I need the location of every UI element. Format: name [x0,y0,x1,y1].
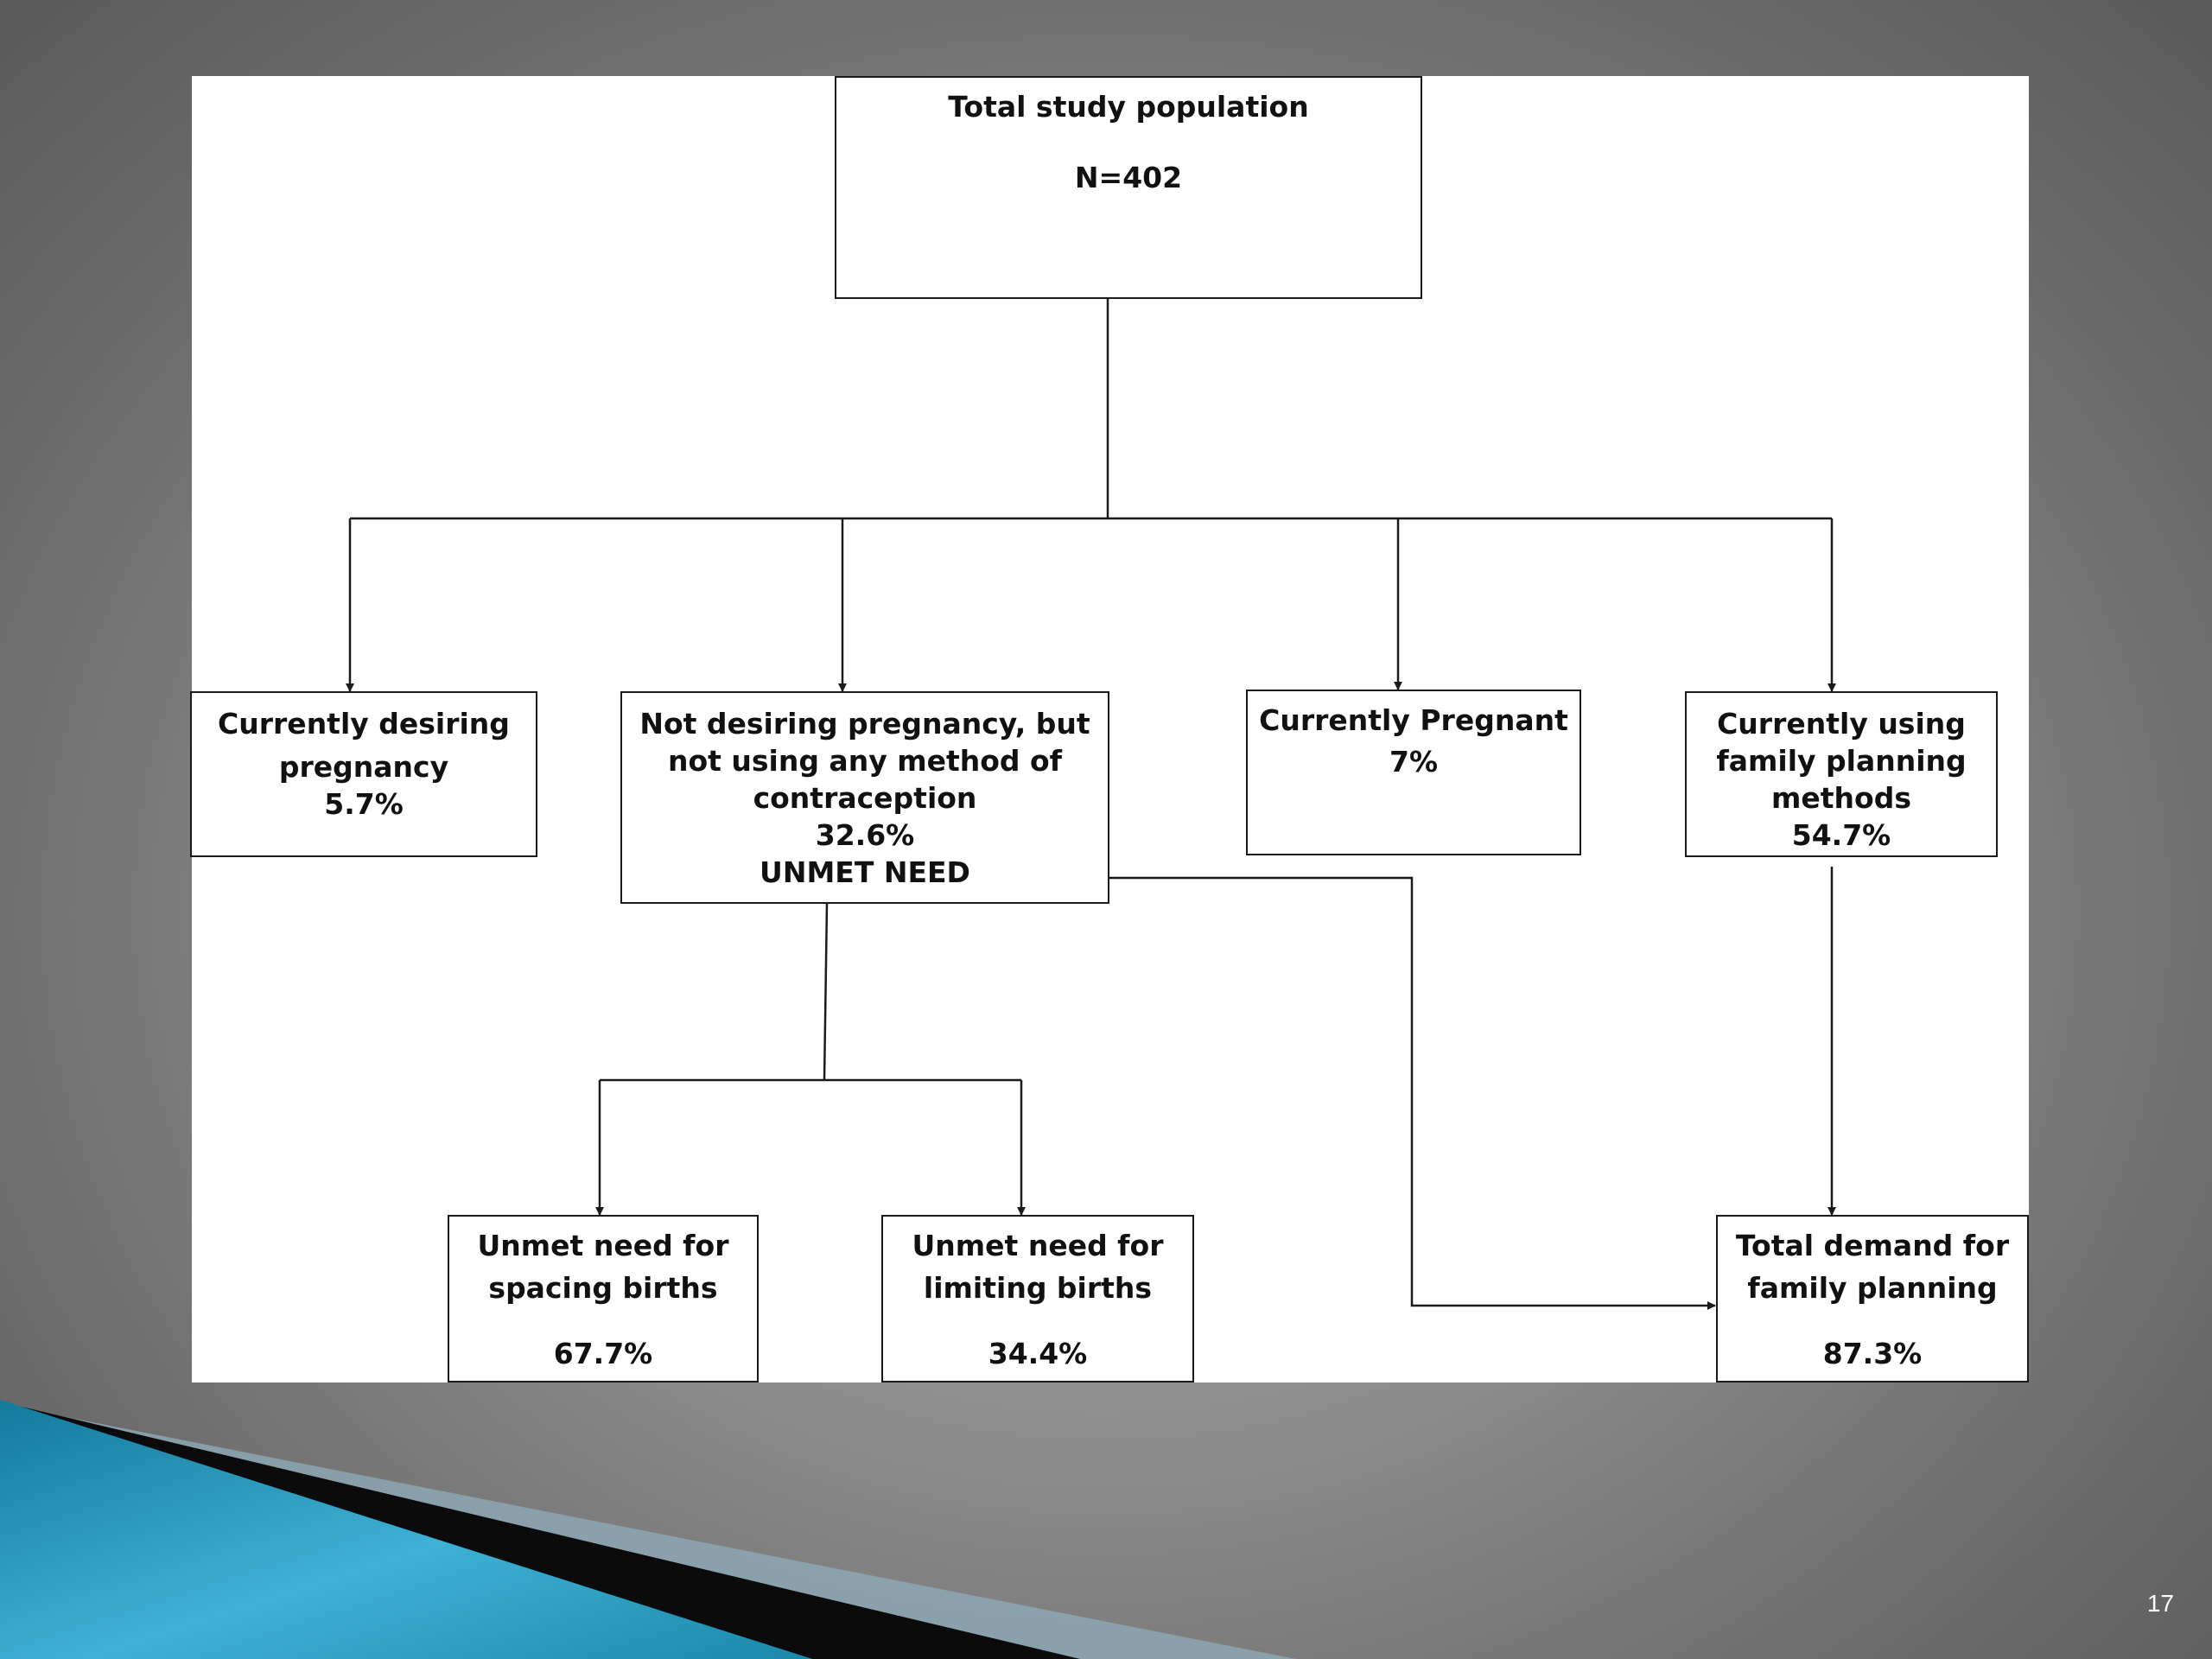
node-spacing-line1: Unmet need for [477,1229,729,1262]
node-unmet-percent: 32.6% [815,818,915,852]
node-desiring-percent: 5.7% [324,787,404,821]
node-pregnant-title: Currently Pregnant [1259,703,1568,737]
node-total-count: N=402 [1074,161,1183,194]
node-not-desiring-unmet-need: Not desiring pregnancy, but not using an… [620,691,1109,904]
node-unmet-label: UNMET NEED [760,855,970,889]
node-unmet-limiting: Unmet need for limiting births 34.4% [881,1215,1194,1382]
decor-grey-band [0,1404,1296,1659]
diagram-panel: Total study population N=402 Currently d… [190,76,2029,1382]
node-spacing-percent: 67.7% [553,1337,653,1370]
node-total-title: Total study population [948,90,1309,124]
node-unmet-line2: not using any method of [667,744,1063,778]
node-currently-desiring: Currently desiring pregnancy 5.7% [190,691,537,857]
node-pregnant-percent: 7% [1389,745,1439,779]
arrow-unmet-to-demand [1109,876,1716,1310]
node-limiting-line1: Unmet need for [912,1229,1164,1262]
node-using-line3: methods [1771,781,1911,815]
connector-lines [346,298,1836,1310]
slide-number: 17 [2146,1590,2174,1617]
node-unmet-line1: Not desiring pregnancy, but [639,707,1090,741]
node-currently-pregnant: Currently Pregnant 7% [1246,690,1581,855]
node-desiring-line1: Currently desiring [218,707,510,741]
decor-black-band [0,1402,1080,1659]
node-unmet-line3: contraception [753,781,977,815]
node-limiting-line2: limiting births [923,1271,1153,1305]
connector-unmet-stem [823,903,829,1081]
node-demand-line2: family planning [1747,1271,1998,1305]
node-total-population: Total study population N=402 [835,76,1422,299]
node-limiting-percent: 34.4% [988,1337,1088,1370]
node-total-demand: Total demand for family planning 87.3% [1716,1215,2029,1382]
node-demand-line1: Total demand for [1735,1229,2010,1262]
node-demand-percent: 87.3% [1822,1337,1923,1370]
node-currently-using-fp: Currently using family planning methods … [1685,691,1998,857]
node-spacing-line2: spacing births [488,1271,718,1305]
node-desiring-line2: pregnancy [278,750,449,784]
node-using-percent: 54.7% [1791,818,1891,852]
node-unmet-spacing: Unmet need for spacing births 67.7% [448,1215,759,1382]
node-using-line2: family planning [1716,744,1967,778]
decor-teal-band [0,1400,812,1659]
node-using-line1: Currently using [1717,707,1966,741]
